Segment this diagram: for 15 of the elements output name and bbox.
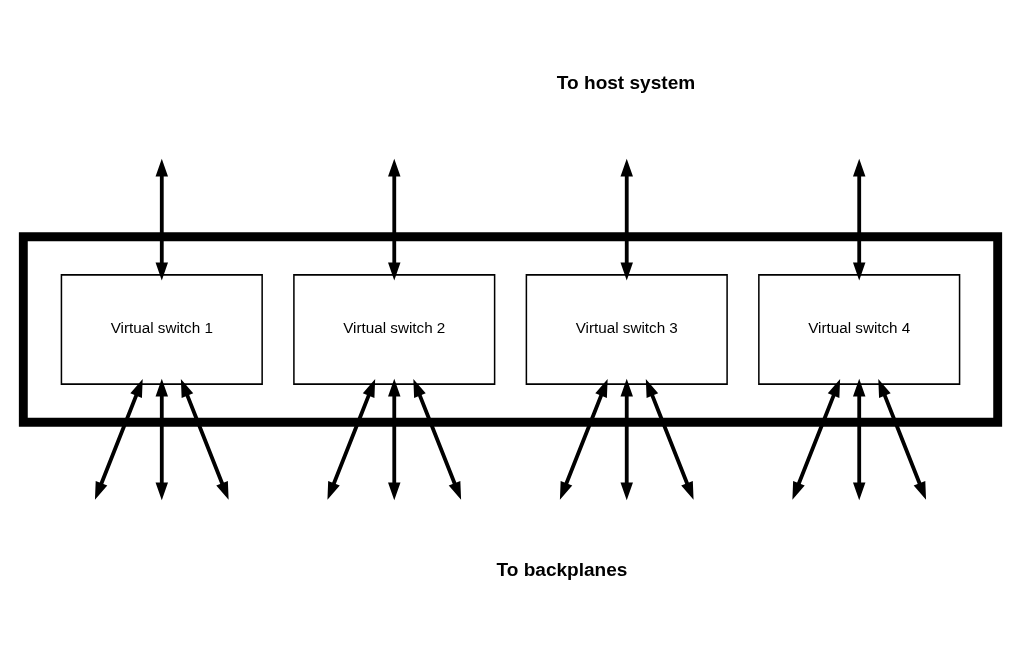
arrow [852,378,866,501]
arrow [388,378,401,501]
node-box: Virtual switch 2 [293,274,496,385]
arrow [620,378,633,501]
arrow [388,158,401,281]
arrow [620,158,633,281]
node-box: Virtual switch 1 [60,274,263,385]
label: To host system [556,72,696,94]
arrow [852,158,866,281]
arrow [155,158,169,281]
node-box: Virtual switch 3 [525,274,728,385]
node-box: Virtual switch 4 [758,274,961,385]
arrow [155,378,169,501]
label: To backplanes [496,559,628,581]
cluster [18,232,1003,427]
